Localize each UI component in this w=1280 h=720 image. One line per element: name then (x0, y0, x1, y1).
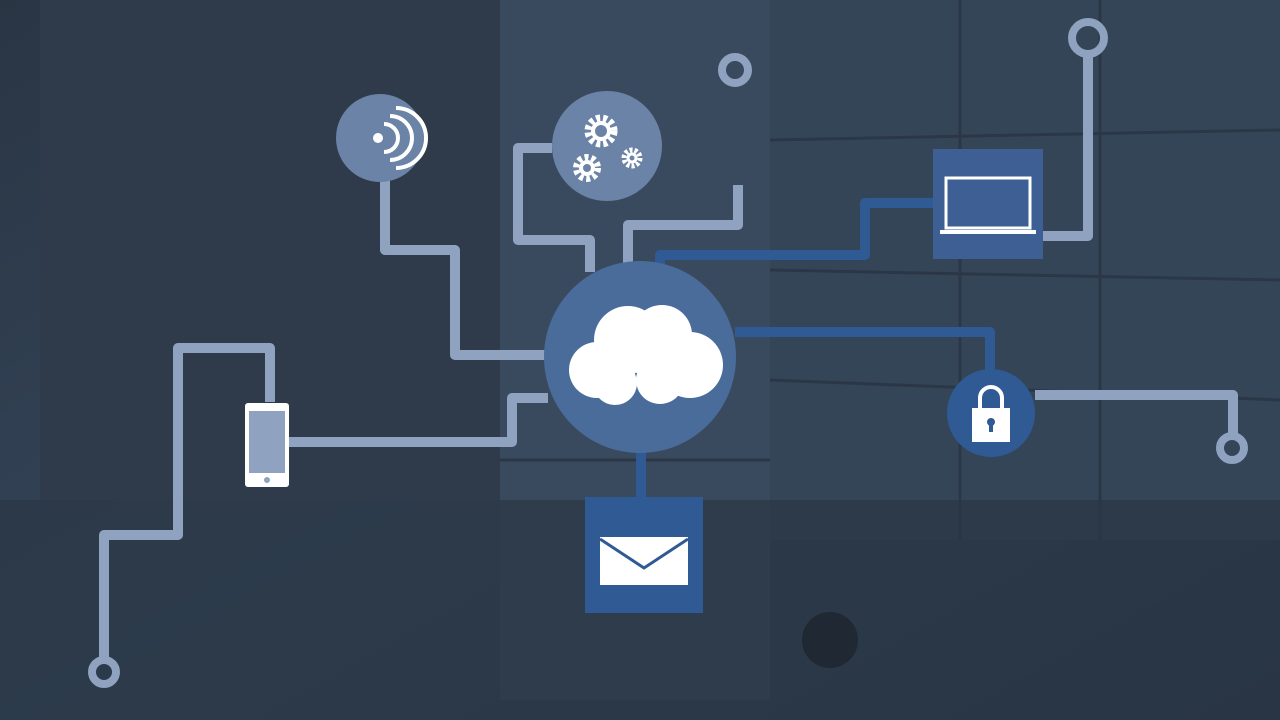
terminal-ring (718, 53, 752, 87)
terminal-rings (88, 18, 1248, 688)
connector-laptop (655, 198, 933, 265)
wifi-signal-icon (373, 106, 428, 170)
gears-node (552, 91, 662, 201)
light-connectors (99, 54, 1238, 660)
lock-node (947, 369, 1035, 457)
lock-icon (972, 385, 1010, 442)
laptop-icon (940, 176, 1036, 234)
connector-laptop-right (1043, 54, 1093, 241)
laptop-node (933, 149, 1043, 259)
wifi-node (336, 94, 428, 182)
connector-phone (289, 393, 548, 447)
connector-top-stub (623, 185, 743, 268)
terminal-ring (1216, 432, 1248, 464)
connector-wifi (380, 178, 545, 360)
connector-lock (735, 327, 995, 375)
connector-bottom-left (99, 343, 275, 660)
terminal-ring (1068, 18, 1108, 58)
connector-lock-right (1035, 390, 1238, 435)
cloud-hub (544, 261, 736, 453)
dark-connectors (636, 198, 995, 497)
terminal-ring (88, 656, 120, 688)
gears-icon (573, 114, 643, 182)
mail-node (585, 497, 703, 613)
cloud-icon (569, 305, 723, 405)
connector-gears (513, 143, 595, 272)
mail-icon (599, 537, 689, 585)
smartphone-icon (245, 403, 289, 487)
